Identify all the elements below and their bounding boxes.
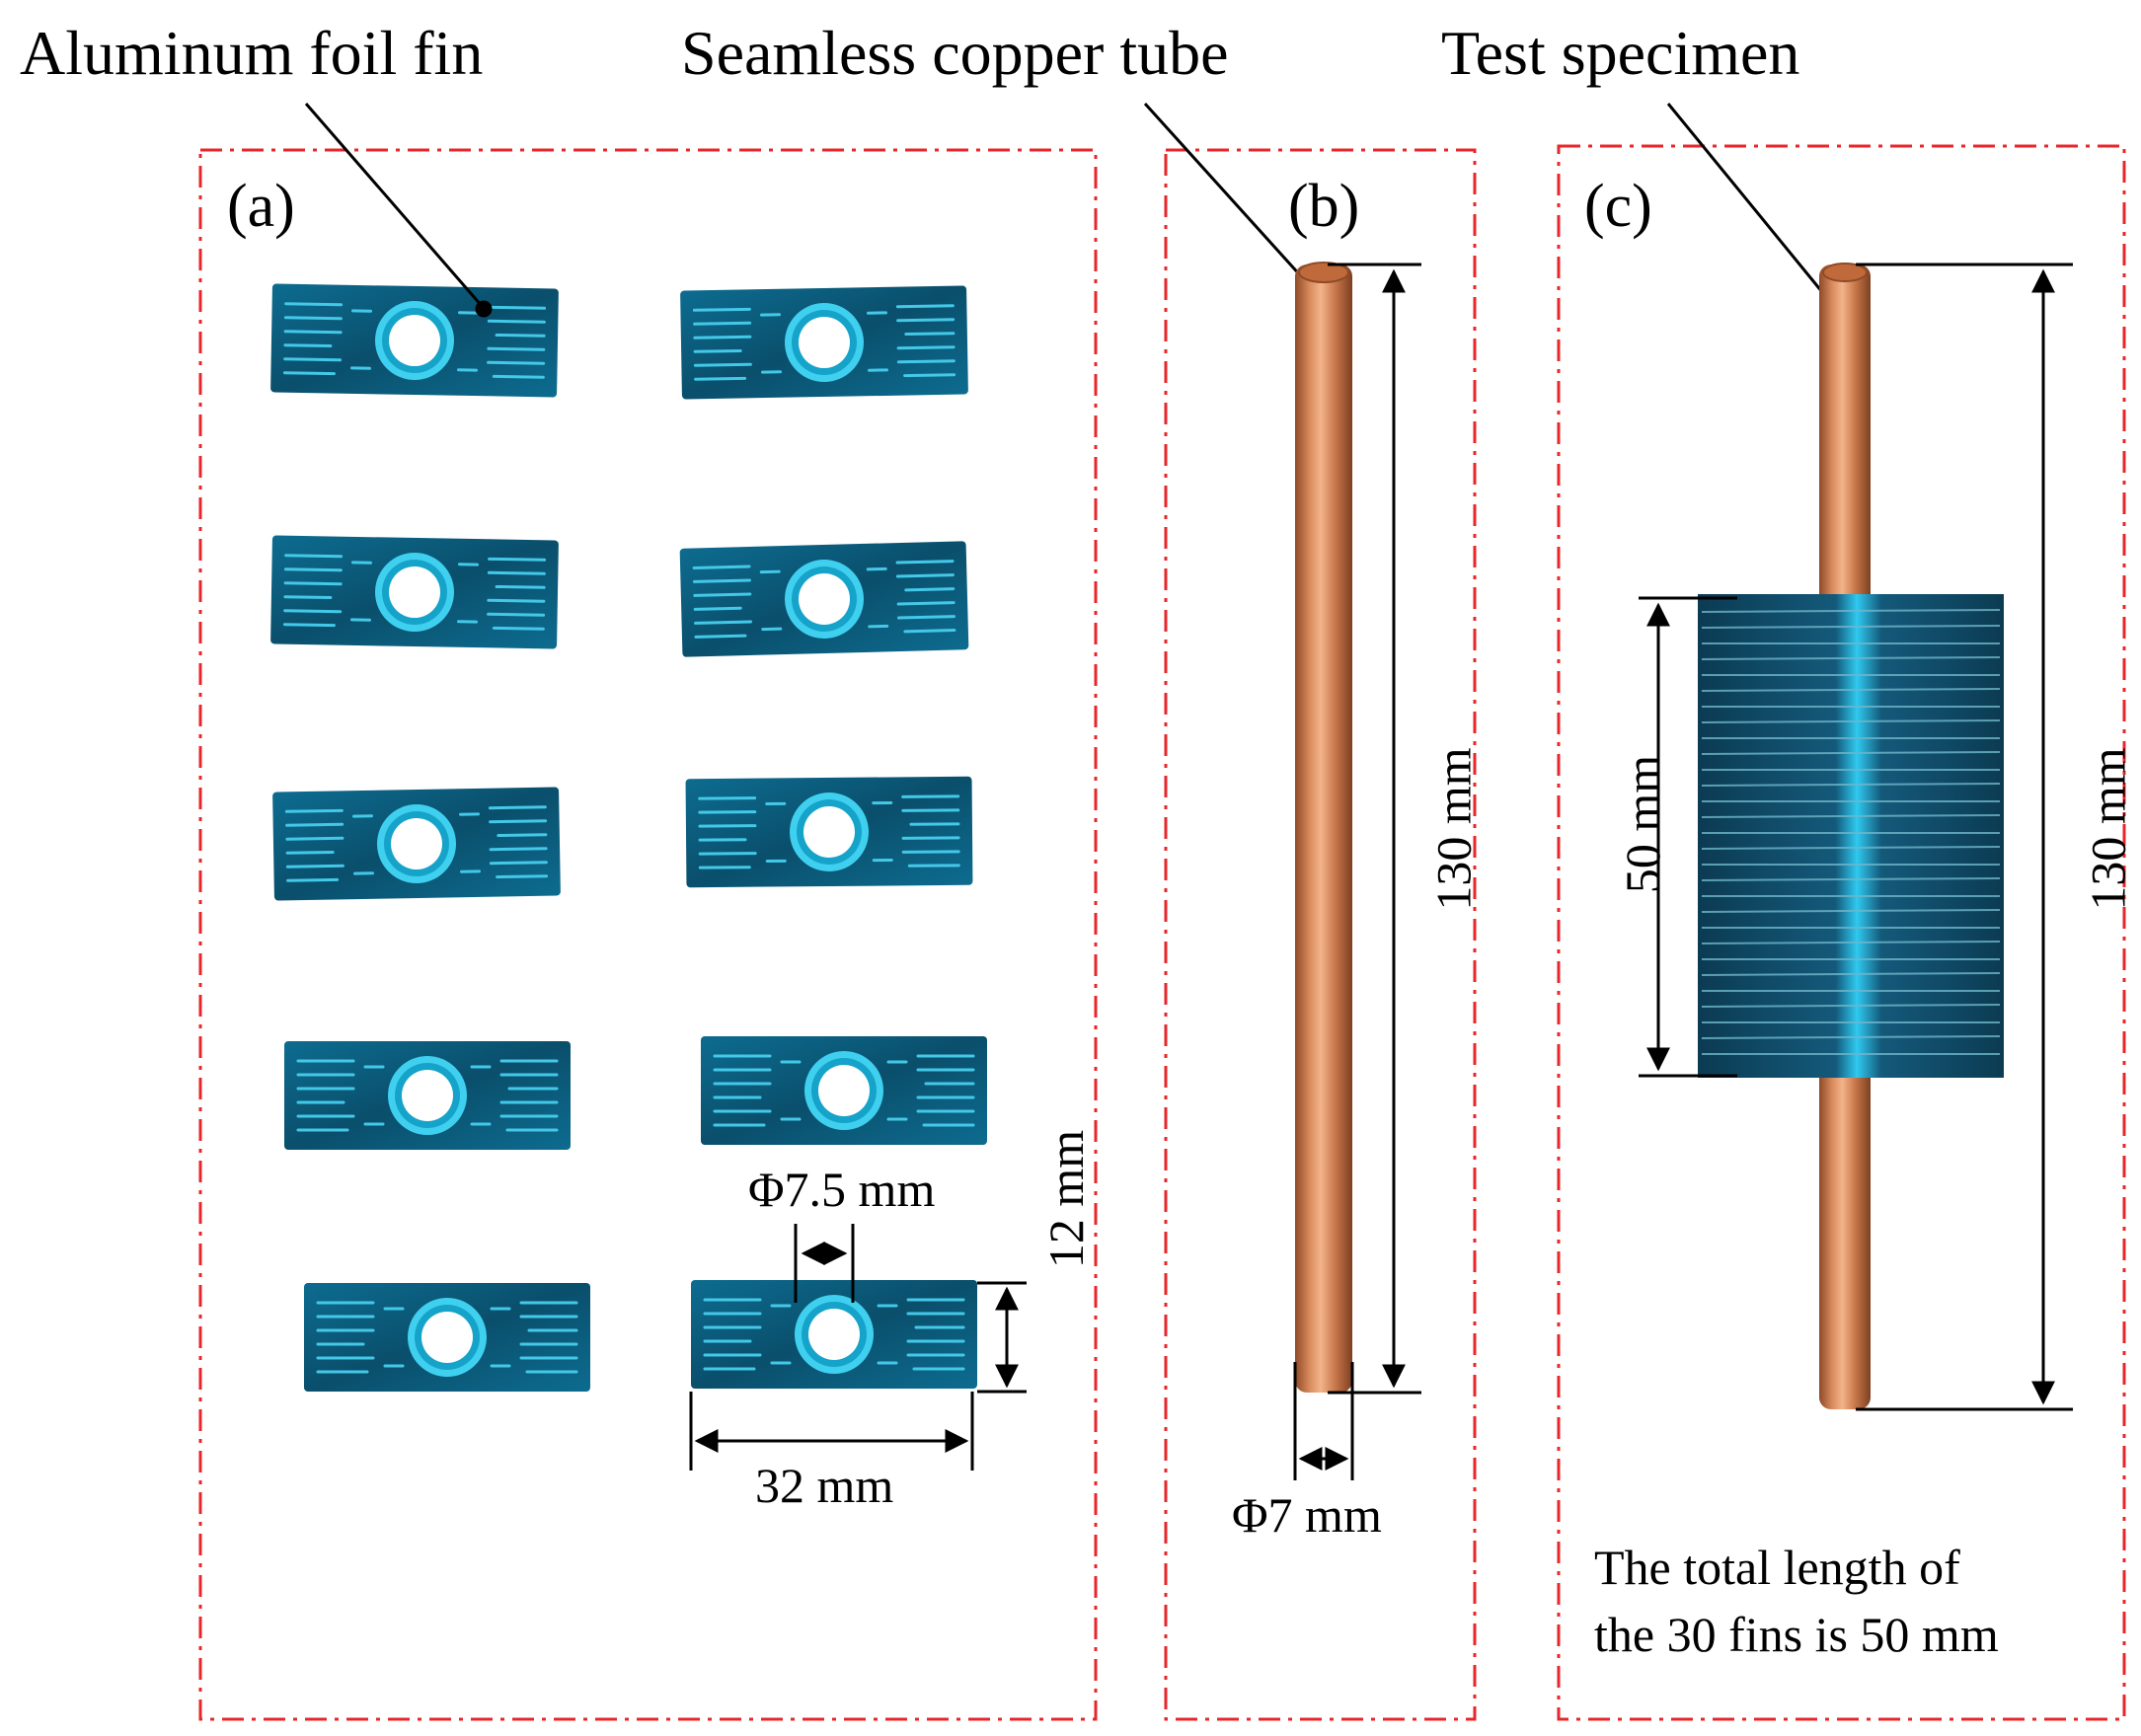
fin-dimension-lines [689,1224,1027,1471]
tube-diameter-label: Φ7 mm [1232,1487,1382,1543]
specimen-dimension-lines [1639,263,2073,1411]
fin-width-label: 32 mm [755,1458,894,1513]
panel-label-a: (a) [227,173,295,240]
hole-diameter-label: Φ7.5 mm [748,1162,936,1217]
specimen-note-line-1: The total length of [1594,1540,1960,1595]
panel-label-c: (c) [1584,173,1652,240]
callout-seamless-copper-tube: Seamless copper tube [681,18,1229,88]
callout-test-specimen: Test specimen [1441,18,1800,88]
fin-samples [268,281,989,1394]
test-specimen [1698,263,2004,1409]
panel-a-frame [198,148,1098,1721]
tube-dimension-lines [1293,263,1421,1480]
stack-length-label: 50 mm [1615,754,1671,894]
specimen-note: The total length of the 30 fins is 50 mm [1594,1535,1999,1668]
callout-aluminum-foil-fin: Aluminum foil fin [20,18,484,88]
panel-c-frame [1557,144,2126,1721]
copper-tube [1295,262,1352,1393]
panel-label-b: (b) [1288,173,1360,240]
specimen-note-line-2: the 30 fins is 50 mm [1594,1606,1999,1662]
fin-height-label: 12 mm [1038,1129,1095,1269]
tube-length-label: 130 mm [1425,747,1482,911]
specimen-length-label: 130 mm [2080,747,2136,911]
panel-b-frame [1164,148,1477,1721]
